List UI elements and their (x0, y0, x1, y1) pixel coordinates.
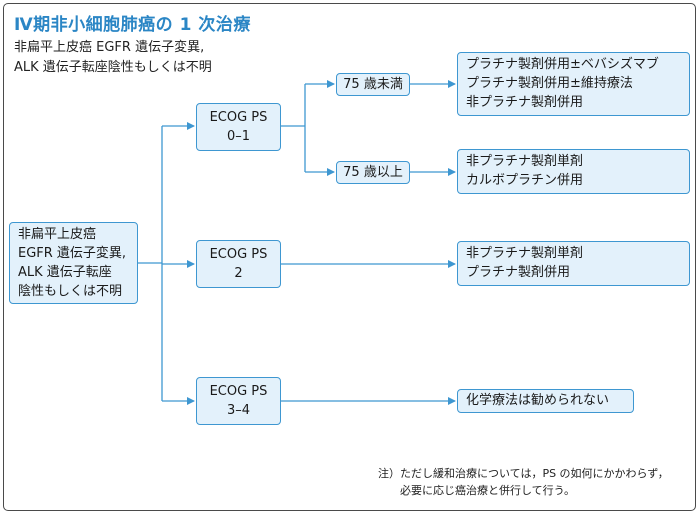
subtitle-line-2: ALK 遺伝子転座陰性もしくは不明 (14, 60, 212, 75)
root-line: 非扁平上皮癌 (18, 227, 97, 242)
diagram-title: Ⅳ期非小細胞肺癌の 1 次治療 (14, 15, 251, 35)
ecog-label: ECOG PS (209, 247, 268, 262)
ecog-ps-2-box: ECOG PS 2 (196, 240, 281, 288)
age-75-plus-box: 75 歳以上 (336, 161, 410, 184)
root-line: 陰性もしくは不明 (18, 284, 123, 299)
diagram-frame (3, 3, 696, 511)
footnote: 注）ただし緩和治療については，PS の如何にかかわらず， 必要に応じ癌治療と併行… (378, 465, 669, 499)
treatment-line: 化学療法は勧められない (466, 393, 610, 408)
ecog-ps-0-1-box: ECOG PS 0–1 (196, 103, 281, 151)
treatment-line: プラチナ製剤併用 (466, 265, 571, 280)
diagram-subtitle: 非扁平上皮癌 EGFR 遺伝子変異, ALK 遺伝子転座陰性もしくは不明 (14, 38, 212, 78)
treatment-box-1: プラチナ製剤併用±ベバシズマブ プラチナ製剤併用±維持療法 非プラチナ製剤併用 (457, 52, 690, 116)
ecog-label: ECOG PS (209, 384, 268, 399)
treatment-line: 非プラチナ製剤単剤 (466, 246, 584, 261)
treatment-line: プラチナ製剤併用±ベバシズマブ (466, 57, 659, 72)
treatment-line: 非プラチナ製剤単剤 (466, 154, 584, 169)
footnote-line-2: 必要に応じ癌治療と併行して行う。 (400, 484, 576, 497)
age-label: 75 歳以上 (343, 165, 403, 180)
treatment-line: プラチナ製剤併用±維持療法 (466, 76, 633, 91)
treatment-line: 非プラチナ製剤併用 (466, 95, 584, 110)
ecog-ps-3-4-box: ECOG PS 3–4 (196, 377, 281, 425)
ecog-value: 2 (234, 266, 243, 281)
footnote-line-1: 注）ただし緩和治療については，PS の如何にかかわらず， (378, 467, 669, 480)
treatment-line: カルボプラチン併用 (466, 173, 584, 188)
age-under-75-box: 75 歳未満 (336, 73, 410, 96)
ecog-label: ECOG PS (209, 110, 268, 125)
root-condition-box: 非扁平上皮癌 EGFR 遺伝子変異, ALK 遺伝子転座 陰性もしくは不明 (9, 222, 138, 304)
ecog-value: 3–4 (226, 403, 251, 418)
subtitle-line-1: 非扁平上皮癌 EGFR 遺伝子変異, (14, 40, 205, 55)
ecog-value: 0–1 (226, 129, 251, 144)
root-line: ALK 遺伝子転座 (18, 265, 112, 280)
treatment-box-3: 非プラチナ製剤単剤 プラチナ製剤併用 (457, 241, 690, 286)
age-label: 75 歳未満 (343, 77, 403, 92)
root-line: EGFR 遺伝子変異, (18, 246, 127, 261)
treatment-box-2: 非プラチナ製剤単剤 カルボプラチン併用 (457, 149, 690, 194)
treatment-box-4: 化学療法は勧められない (457, 389, 634, 413)
